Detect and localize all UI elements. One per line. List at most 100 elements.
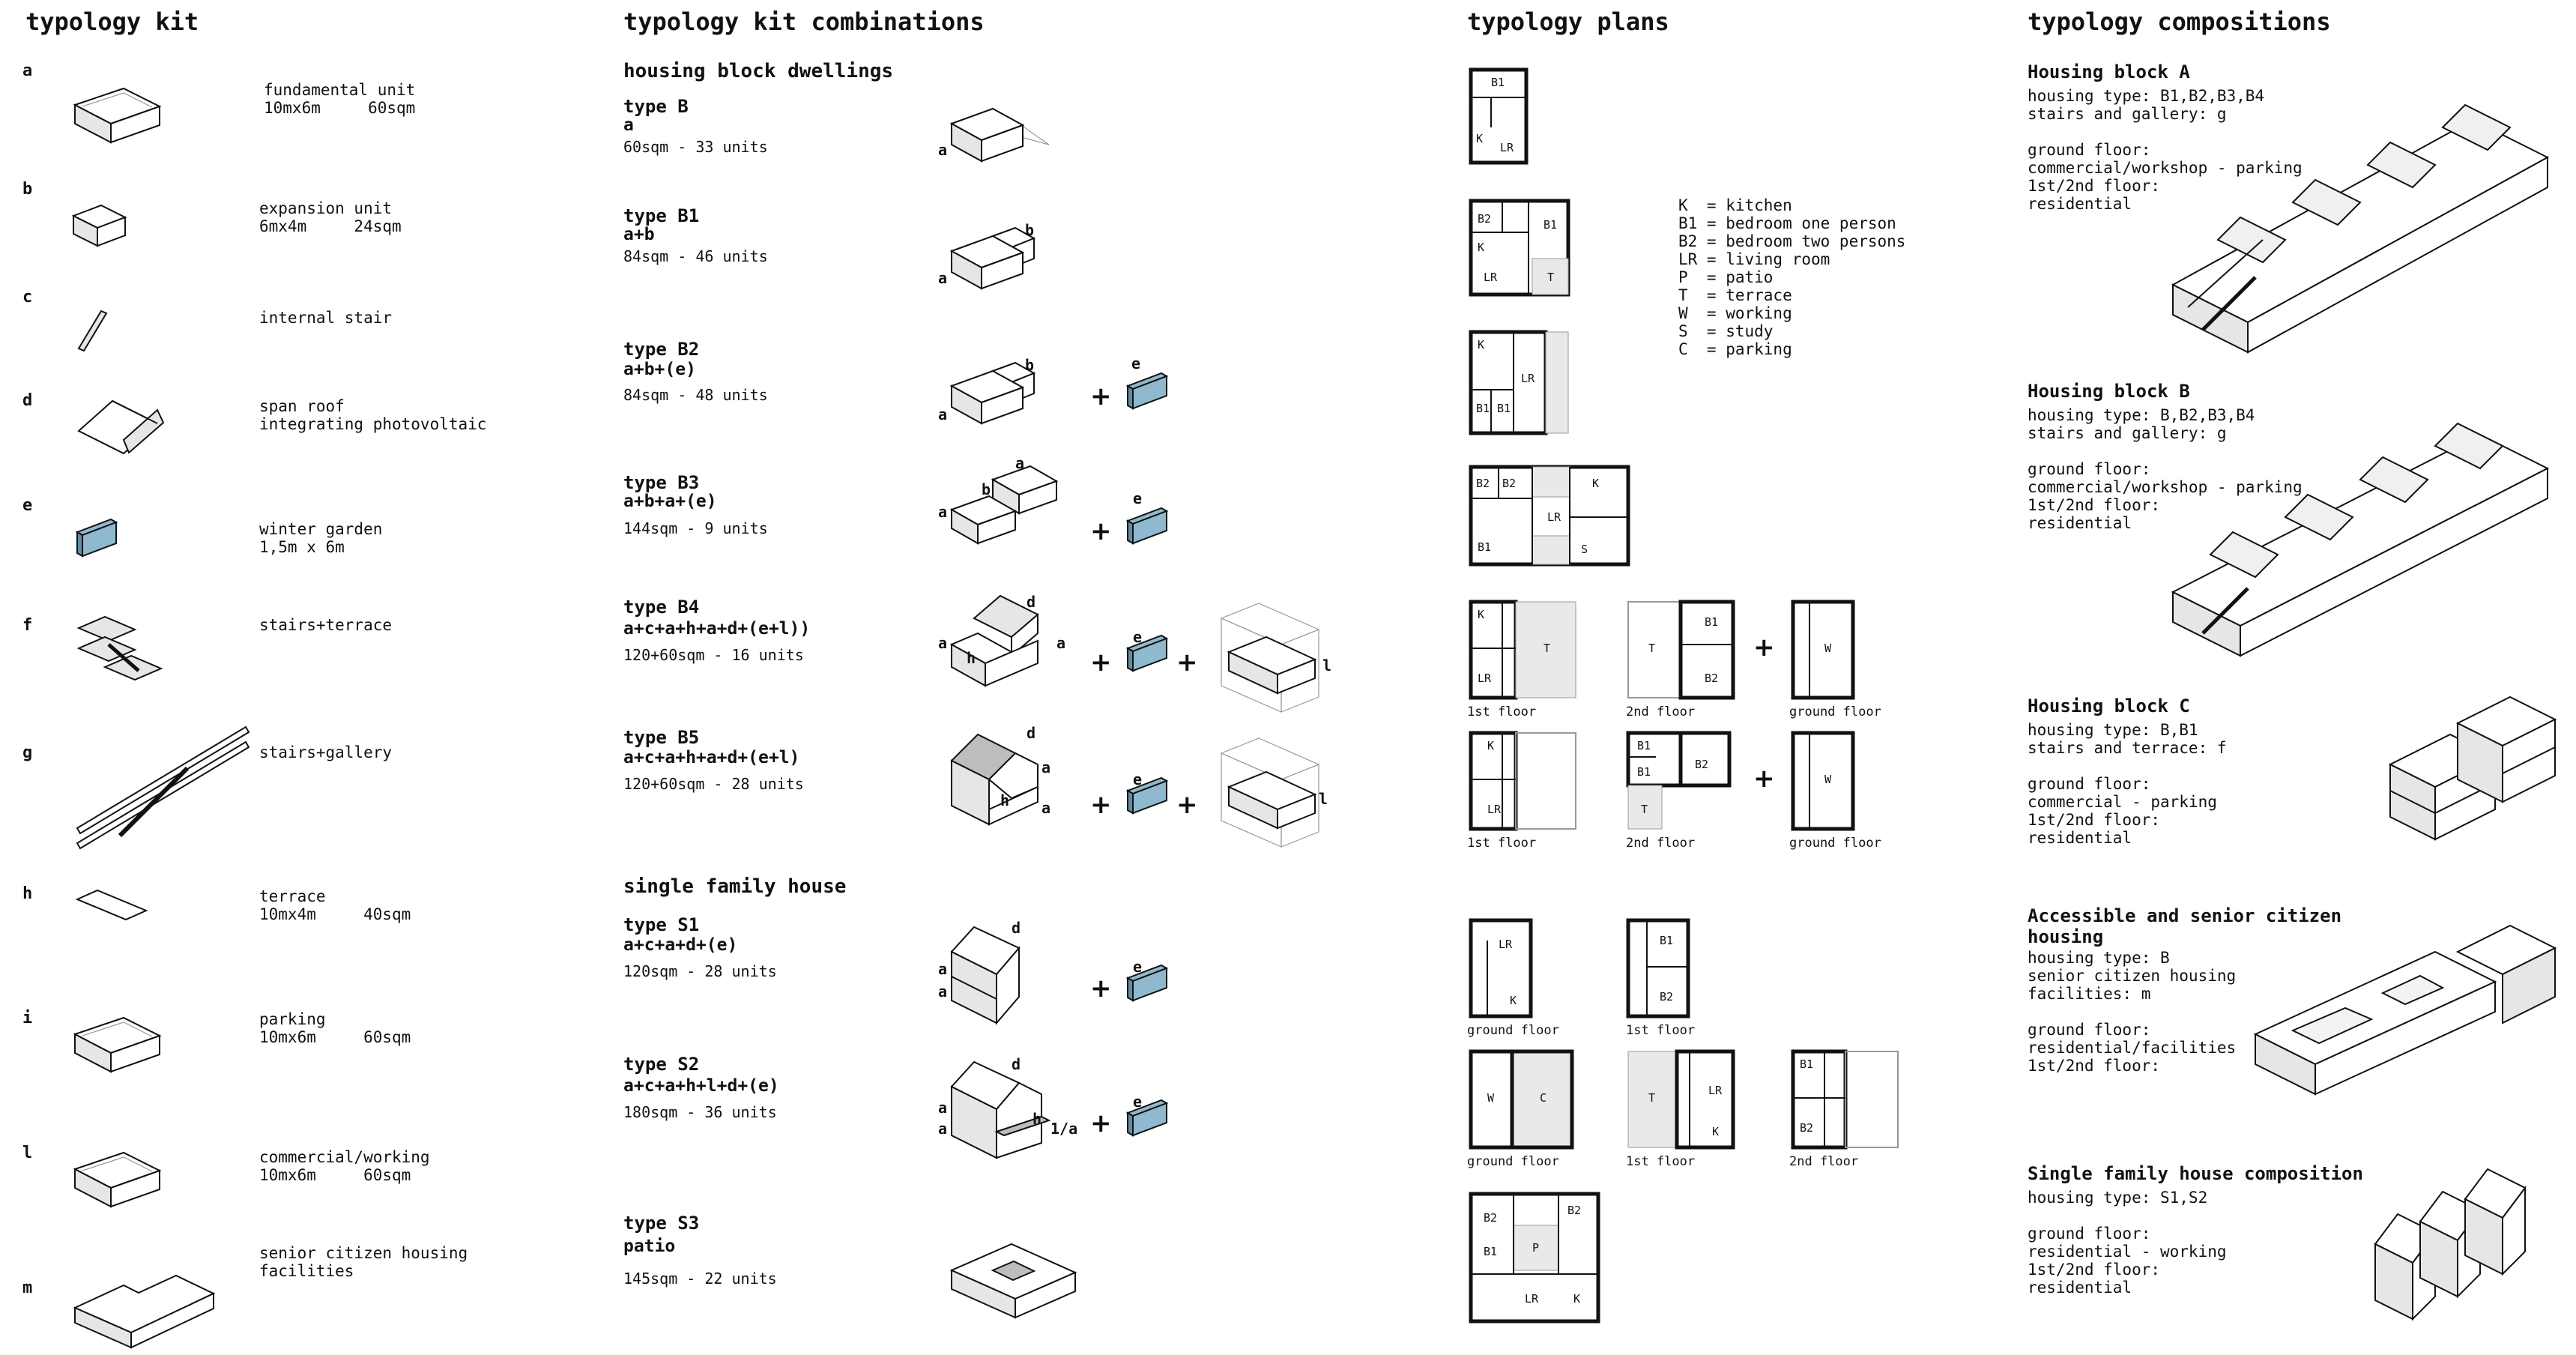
plus-icon: + <box>1753 764 1775 794</box>
kit-letter: f <box>22 616 33 635</box>
plan-s2-1st-floor: T LR K <box>1627 1049 1735 1150</box>
plan-caption: 1st floor <box>1626 1154 1696 1169</box>
svg-text:T: T <box>1641 803 1648 816</box>
svg-text:+: + <box>1176 648 1198 678</box>
svg-text:B1: B1 <box>1637 739 1651 752</box>
svg-text:K: K <box>1510 994 1517 1007</box>
svg-text:LR: LR <box>1708 1084 1723 1097</box>
svg-text:+: + <box>1090 381 1112 411</box>
svg-text:a: a <box>1015 454 1024 472</box>
svg-text:b: b <box>1025 356 1034 374</box>
plan-caption: ground floor <box>1467 1023 1559 1038</box>
svg-text:B1: B1 <box>1705 615 1718 629</box>
plan-s2-ground-floor: W C <box>1469 1049 1574 1150</box>
kit-desc: internal stair <box>259 309 393 327</box>
internal-stair-icon <box>77 310 108 352</box>
plan-b4-ground-floor: W <box>1791 600 1855 700</box>
compositions-column-title: typology compositions <box>2028 7 2331 36</box>
type-name: type B3 <box>623 472 700 493</box>
type-name: type B1 <box>623 205 700 226</box>
type-formula: a <box>623 115 634 135</box>
type-b-diagram: a <box>938 107 1050 163</box>
svg-text:+: + <box>1090 1108 1112 1138</box>
type-stat: 120+60sqm - 16 units <box>623 646 804 664</box>
svg-text:d: d <box>1027 724 1035 742</box>
type-b5-diagram: d a a h + e + l <box>950 724 1328 848</box>
type-name: type S1 <box>623 914 700 935</box>
plan-b4-1st-floor: K LR T <box>1469 600 1576 700</box>
svg-text:a: a <box>1041 799 1050 817</box>
svg-text:B1: B1 <box>1497 402 1511 415</box>
svg-text:T: T <box>1547 271 1554 284</box>
svg-text:e: e <box>1133 489 1142 507</box>
svg-text:B1: B1 <box>1476 402 1490 415</box>
svg-text:d: d <box>1027 593 1035 611</box>
svg-text:B2: B2 <box>1695 758 1708 771</box>
senior-housing-facilities-icon <box>73 1274 216 1349</box>
type-name: type B4 <box>623 597 700 618</box>
type-stat: 60sqm - 33 units <box>623 138 768 156</box>
composition-desc: housing type: B,B1 stairs and terrace: f… <box>2028 721 2227 847</box>
svg-text:C: C <box>1540 1091 1546 1105</box>
kit-letter: l <box>22 1144 33 1162</box>
svg-text:LR: LR <box>1487 803 1502 816</box>
type-s3-diagram <box>949 1243 1077 1319</box>
svg-text:B2: B2 <box>1660 990 1673 1004</box>
svg-text:W: W <box>1487 1091 1495 1105</box>
svg-text:S: S <box>1581 543 1588 556</box>
svg-text:a: a <box>1056 634 1065 652</box>
svg-text:B1: B1 <box>1800 1057 1813 1071</box>
svg-text:B2: B2 <box>1478 212 1491 226</box>
plus-icon: + <box>1753 633 1775 663</box>
svg-text:+: + <box>1090 790 1112 820</box>
kit-desc: winter garden 1,5m x 6m <box>259 520 383 556</box>
type-b2-diagram: a b + e <box>938 354 1169 425</box>
type-formula: patio <box>623 1237 676 1256</box>
plan-b5-ground-floor: W <box>1791 731 1855 831</box>
type-stat: 84sqm - 48 units <box>623 386 768 404</box>
type-formula: a+c+a+h+a+d+(e+l) <box>623 748 800 767</box>
kit-letter: i <box>22 1009 33 1027</box>
composition-title: Housing block C <box>2028 695 2190 716</box>
housing-block-b-diagram <box>2171 422 2550 657</box>
kit-desc: commercial/working 10mx6m 60sqm <box>259 1148 430 1184</box>
svg-text:B1: B1 <box>1478 540 1491 554</box>
svg-text:h: h <box>1032 1110 1041 1128</box>
kit-letter: e <box>22 496 33 515</box>
plan-s1-1st-floor: B1 B2 <box>1626 918 1690 1018</box>
svg-text:LR: LR <box>1525 1292 1539 1306</box>
svg-text:d: d <box>1012 1055 1021 1073</box>
kit-column-title: typology kit <box>25 7 199 36</box>
type-stat: 84sqm - 46 units <box>623 247 768 265</box>
svg-text:+: + <box>1176 790 1198 820</box>
type-formula: a+c+a+h+a+d+(e+l)) <box>623 619 811 639</box>
kit-desc: fundamental unit 10mx6m 60sqm <box>264 81 416 117</box>
plan-b5-1st-floor: K LR <box>1469 731 1576 831</box>
kit-desc: senior citizen housing facilities <box>259 1244 468 1280</box>
type-name: type B2 <box>623 339 700 360</box>
type-name: type B5 <box>623 727 700 748</box>
svg-text:+: + <box>1753 764 1775 794</box>
composition-title: Housing block B <box>2028 381 2190 402</box>
parking-icon <box>73 1016 162 1073</box>
plan-s3-patio: B2 B1 B2 P LR K <box>1469 1192 1600 1324</box>
composition-desc: housing type: B1,B2,B3,B4 stairs and gal… <box>2028 87 2303 213</box>
fundamental-unit-icon <box>73 87 162 144</box>
type-stat: 180sqm - 36 units <box>623 1103 777 1121</box>
kit-letter: c <box>22 288 33 307</box>
svg-text:K: K <box>1476 132 1483 145</box>
stairs-terrace-icon <box>76 615 163 681</box>
svg-text:K: K <box>1592 477 1599 490</box>
svg-text:K: K <box>1478 338 1484 351</box>
svg-text:e: e <box>1133 628 1142 646</box>
kit-letter: a <box>22 61 33 80</box>
kit-desc: expansion unit 6mx4m 24sqm <box>259 199 402 235</box>
svg-text:a: a <box>938 1099 947 1117</box>
type-s2-diagram: a a d h 1/a + e <box>938 1055 1169 1159</box>
type-b3-diagram: a b a + e <box>938 454 1169 546</box>
composition-title: Single family house composition <box>2028 1163 2363 1184</box>
svg-text:a: a <box>938 141 947 159</box>
type-name: type B <box>623 96 689 117</box>
svg-text:LR: LR <box>1521 372 1535 385</box>
kit-letter: m <box>22 1279 33 1297</box>
